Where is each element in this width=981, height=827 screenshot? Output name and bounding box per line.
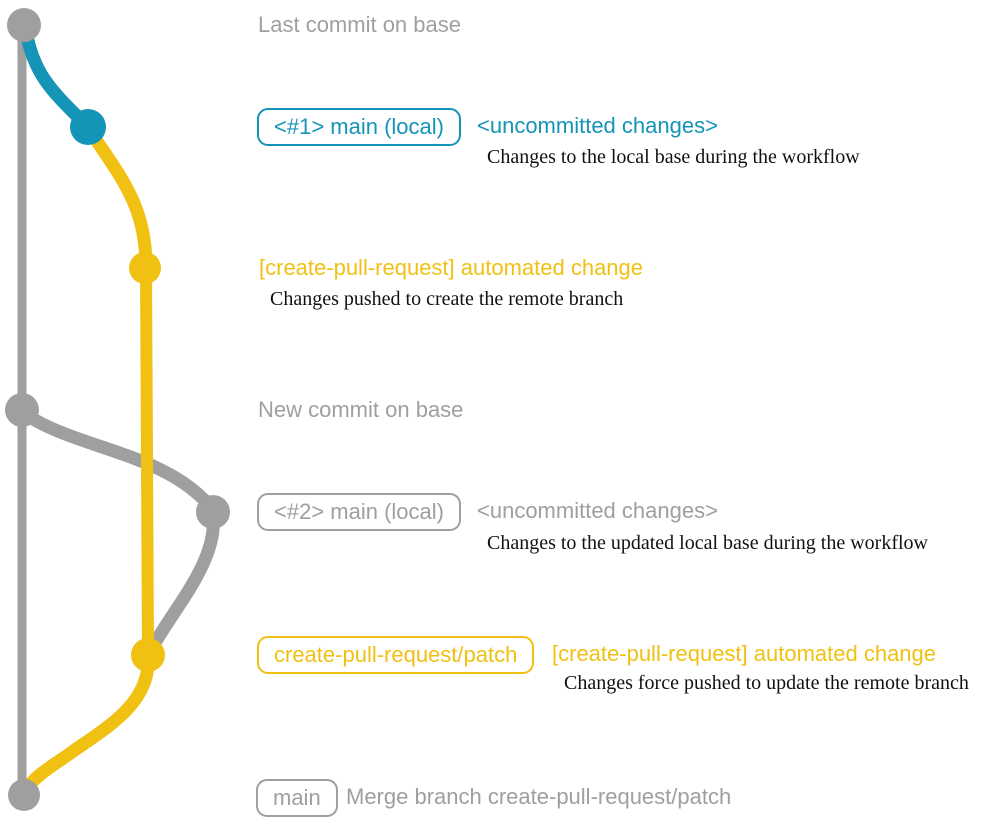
commit-patch-1-dot — [129, 252, 161, 284]
automated-change-title-1: [create-pull-request] automated change — [259, 255, 644, 280]
rebase-curve — [145, 505, 221, 655]
commit-local-2-dot — [196, 495, 230, 529]
uncommitted-changes-desc-2: Changes to the updated local base during… — [487, 532, 928, 554]
commit-patch-2-dot — [131, 638, 165, 672]
uncommitted-changes-title-2: <uncommitted changes> — [477, 498, 718, 523]
last-commit-on-base-label: Last commit on base — [258, 12, 461, 37]
branch-badge-main-local-1: <#1> main (local) — [257, 108, 461, 146]
automated-change-title-2: [create-pull-request] automated change — [552, 641, 937, 666]
uncommitted-changes-title-1: <uncommitted changes> — [477, 113, 718, 138]
merge-commit-title: Merge branch create-pull-request/patch — [346, 784, 732, 809]
commit-last-base-dot — [7, 8, 41, 42]
patch-branch-line — [140, 265, 154, 654]
merge-curve — [19, 650, 155, 798]
commit-local-1-dot — [70, 109, 106, 145]
patch-branch-curve-1 — [81, 120, 153, 273]
uncommitted-changes-desc-1: Changes to the local base during the wor… — [487, 146, 860, 168]
new-commit-on-base-label: New commit on base — [258, 397, 464, 422]
commit-merge-dot — [8, 779, 40, 811]
branch-badge-main: main — [256, 779, 338, 817]
branch-badge-patch: create-pull-request/patch — [257, 636, 535, 674]
base-update-curve — [17, 406, 220, 517]
automated-change-desc-1: Changes pushed to create the remote bran… — [270, 288, 624, 310]
commit-new-base-dot — [5, 393, 39, 427]
branch-badge-main-local-2: <#2> main (local) — [257, 493, 461, 531]
automated-change-desc-2: Changes force pushed to update the remot… — [564, 672, 969, 694]
